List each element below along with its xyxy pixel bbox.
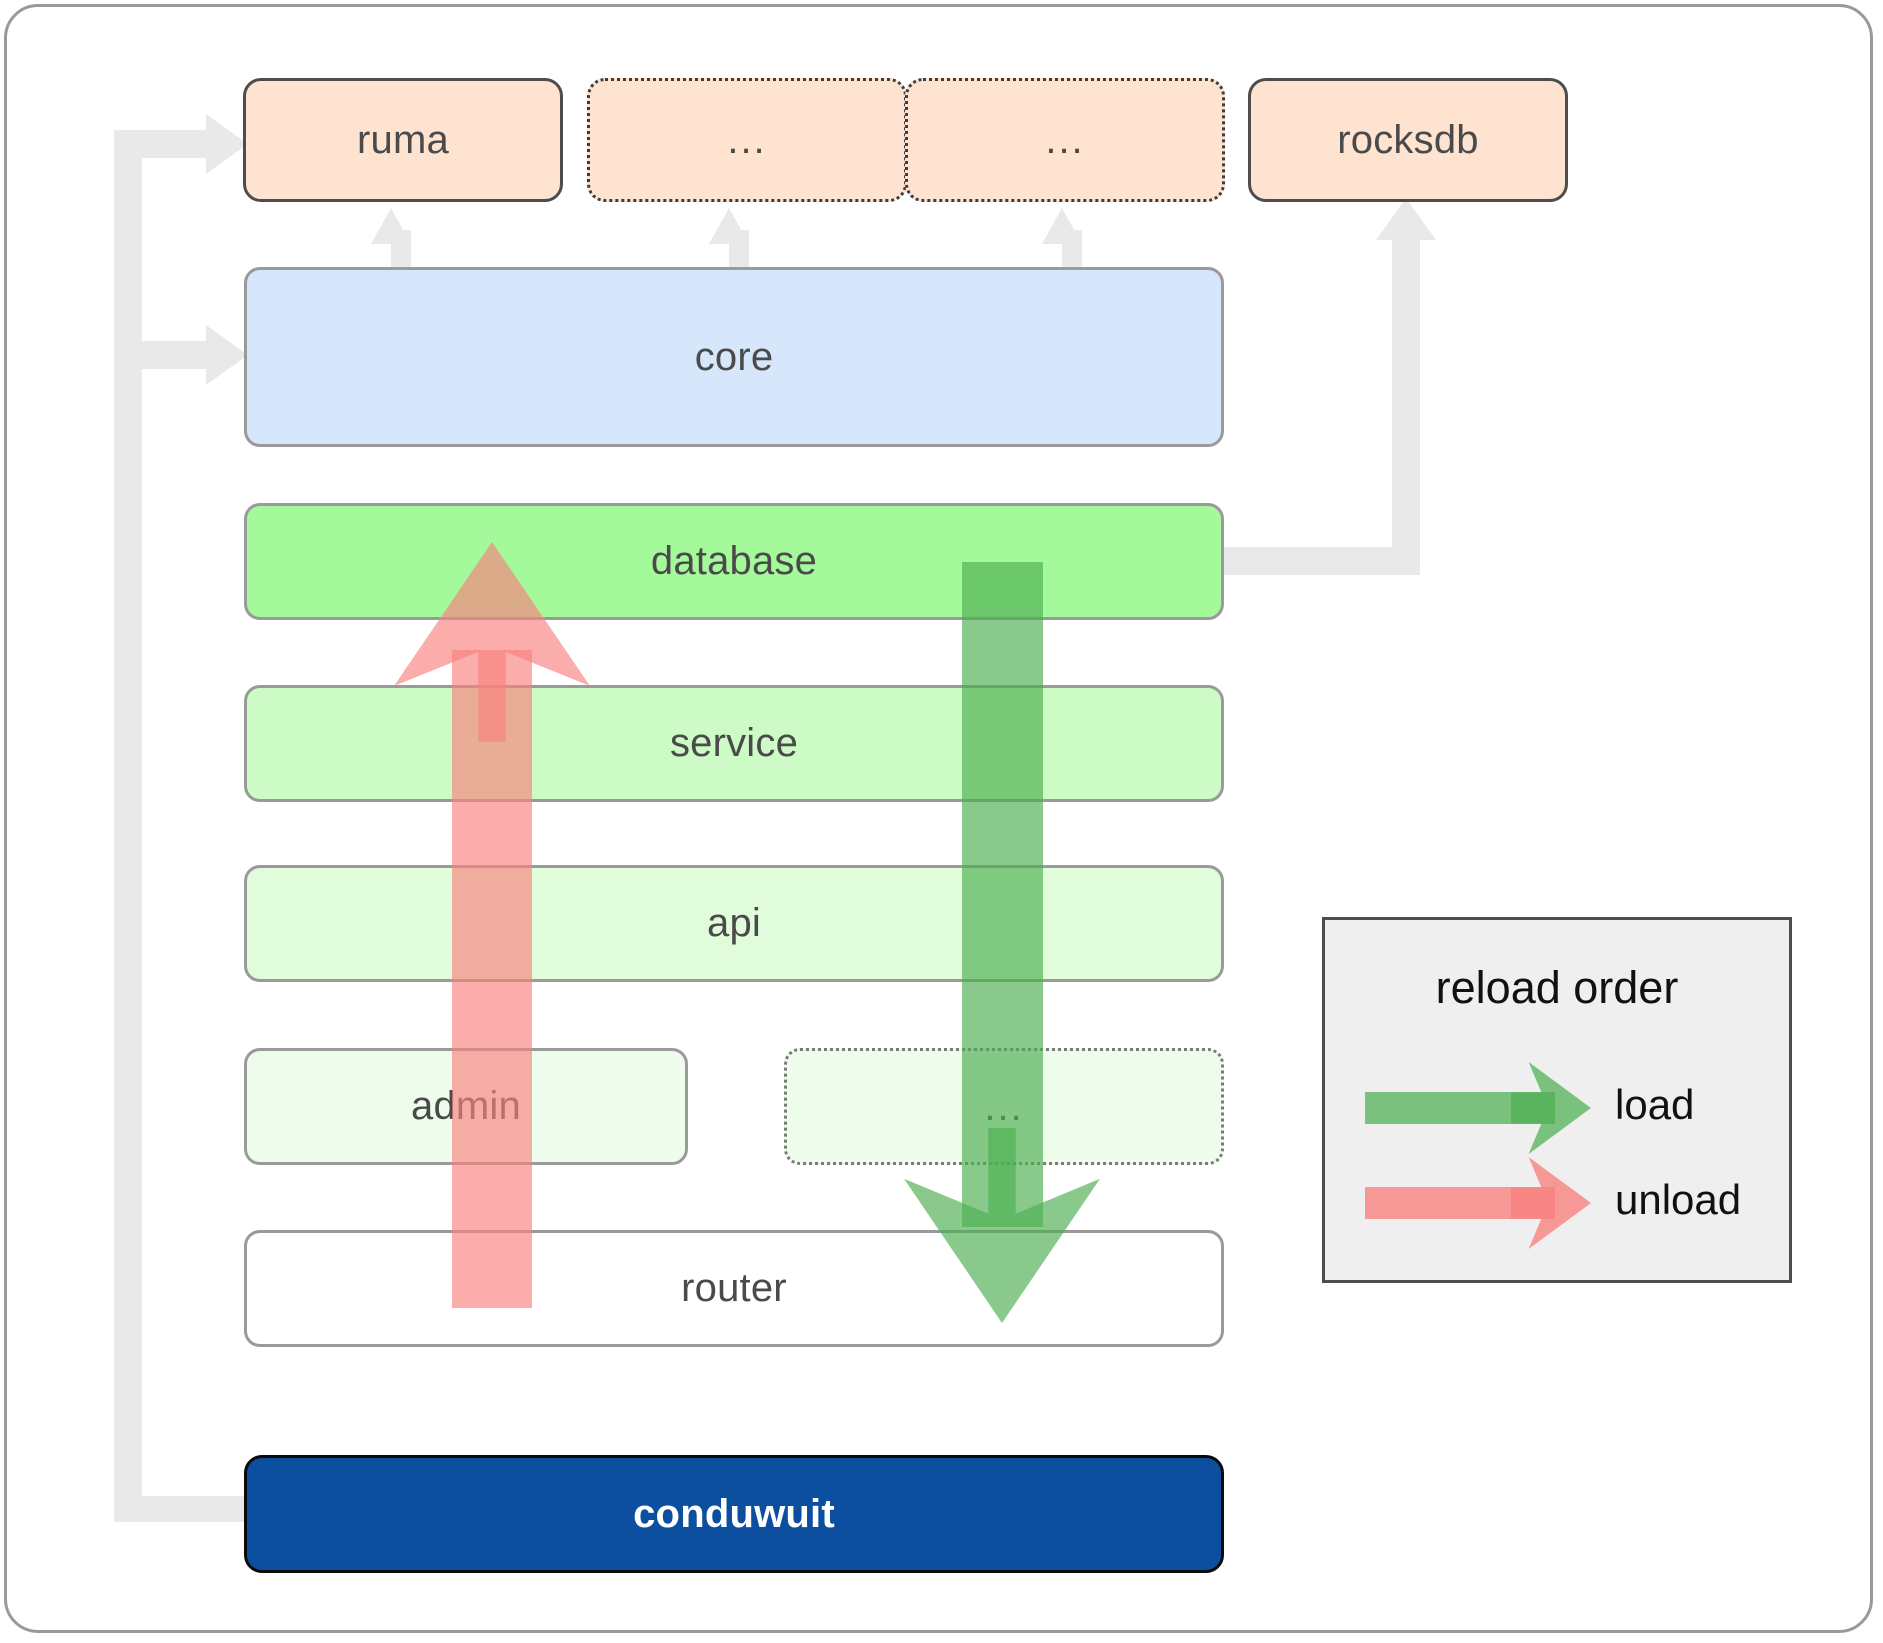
legend-row-load: load: [1325, 1062, 1795, 1154]
legend-unload-arrow-head: [1511, 1157, 1591, 1249]
layer-api-label: api: [707, 901, 761, 945]
legend-load-label: load: [1615, 1081, 1695, 1128]
node-conduwuit-label: conduwuit: [633, 1491, 835, 1536]
unload-arrow-shaft: [452, 650, 532, 1308]
layer-router[interactable]: router: [244, 1230, 1224, 1347]
connector-db-to-rocksdb-arrowhead: [1376, 198, 1436, 240]
crate-etc-2-label: ...: [1045, 118, 1085, 162]
legend-unload-label: unload: [1615, 1176, 1742, 1223]
layer-core[interactable]: core: [244, 267, 1224, 447]
legend-row-unload: unload: [1325, 1157, 1795, 1249]
crate-etc-2[interactable]: ...: [905, 78, 1225, 202]
layer-router-label: router: [681, 1266, 787, 1310]
crate-rocksdb-label: rocksdb: [1337, 117, 1479, 162]
legend-panel: reload order load unload: [1322, 917, 1792, 1283]
connector-to-core-horizontal: [114, 341, 214, 369]
layer-core-label: core: [694, 334, 774, 379]
connector-db-to-rocksdb-vertical: [1392, 240, 1420, 575]
connector-to-core-arrowhead: [206, 325, 248, 385]
connector-left-trunk: [114, 130, 142, 1514]
layer-database-label: database: [650, 539, 818, 583]
connector-from-conduwuit: [114, 1496, 254, 1522]
load-arrow-shaft: [962, 562, 1043, 1227]
crate-rocksdb[interactable]: rocksdb: [1248, 78, 1568, 202]
layer-service-label: service: [669, 721, 799, 765]
connector-to-ruma-arrowhead: [206, 114, 248, 174]
crate-etc-1[interactable]: ...: [587, 78, 907, 202]
crate-ruma-label: ruma: [357, 117, 449, 162]
legend-title: reload order: [1435, 962, 1679, 1013]
node-conduwuit[interactable]: conduwuit: [244, 1455, 1224, 1573]
layer-database[interactable]: database: [244, 503, 1224, 620]
connector-core-to-etc1-arrowhead: [709, 208, 749, 244]
crate-ruma[interactable]: ruma: [243, 78, 563, 202]
legend-load-arrow-head: [1511, 1062, 1591, 1154]
diagram-frame: [4, 4, 1873, 1633]
layer-api[interactable]: api: [244, 865, 1224, 982]
connector-db-to-rocksdb-horizontal: [1220, 547, 1420, 575]
crate-etc-1-label: ...: [727, 118, 767, 162]
layer-service[interactable]: service: [244, 685, 1224, 802]
connector-to-ruma-horizontal: [114, 130, 214, 158]
connector-core-to-ruma-arrowhead: [371, 208, 411, 244]
connector-core-to-etc2-arrowhead: [1042, 208, 1082, 244]
